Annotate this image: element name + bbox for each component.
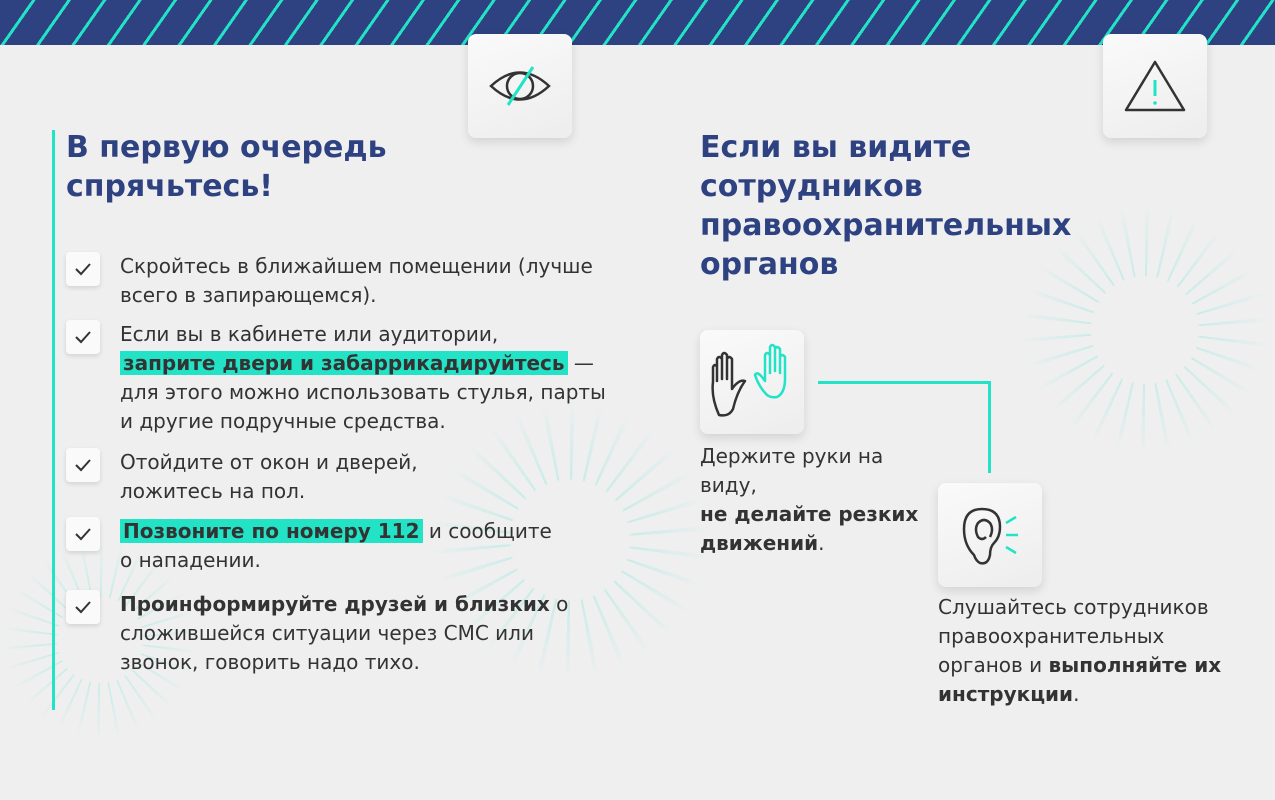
raised-hands-icon: [711, 343, 787, 417]
check-icon: [66, 320, 100, 354]
check-icon: [66, 517, 100, 551]
bold-text: Проинформируйте друзей и близких: [120, 592, 550, 616]
text: о сложившейся ситуации через СМС или зво…: [120, 592, 569, 674]
item-text: Позвоните по номеру 112 и сообщите о нап…: [120, 517, 570, 575]
ear-text: Слушайтесь сотрудников правоохранительны…: [938, 593, 1238, 709]
bold-text: выполняйте их инструкции: [938, 653, 1222, 706]
highlight: Позвоните по номеру 112: [120, 519, 423, 543]
item-text: Отойдите от окон и дверей, ложитесь на п…: [120, 450, 418, 503]
title-line: В первую очередь: [66, 130, 387, 165]
text: и сообщите о нападении.: [120, 519, 552, 572]
text: Если вы в кабинете или аудитории,: [120, 322, 499, 346]
hands-text: Держите руки на виду,не делайте резких д…: [700, 442, 930, 558]
list-item: Если вы в кабинете или аудитории, заприте…: [66, 320, 620, 436]
connector-line: [988, 381, 991, 473]
bold-text: не делайте резких движений: [700, 502, 919, 555]
highlight: заприте двери и забаррикадируйтесь: [120, 351, 568, 375]
list-item: Отойдите от окон и дверей, ложитесь на п…: [66, 448, 480, 506]
decorative-burst: [0, 540, 200, 740]
check-icon: [66, 448, 100, 482]
hands-icon-card: [700, 330, 804, 434]
warning-icon-card: [1103, 34, 1207, 138]
decorative-burst: [430, 400, 710, 680]
accent-line: [52, 130, 55, 710]
text: Держите руки на виду,: [700, 444, 884, 497]
check-icon: [66, 252, 100, 286]
item-text: Скройтесь в ближайшем помещении (лучше в…: [120, 254, 593, 307]
text: .: [818, 531, 825, 555]
item-text: Если вы в кабинете или аудитории, заприте…: [120, 320, 620, 436]
item-text: Проинформируйте друзей и близких о сложи…: [120, 590, 580, 677]
left-title: В первую очередь спрячьтесь!: [66, 128, 387, 206]
check-icon: [66, 590, 100, 624]
ear-icon-card: [938, 483, 1042, 587]
decorative-burst: [1020, 205, 1270, 455]
connector-line: [818, 381, 991, 384]
right-title: Если вы видите сотрудников правоохраните…: [700, 130, 1072, 282]
header-stripe: [0, 0, 1275, 45]
text: .: [1073, 682, 1080, 706]
list-item: Позвоните по номеру 112 и сообщите о нап…: [66, 517, 570, 575]
text: — для этого можно использовать стулья, п…: [120, 351, 606, 433]
list-item: Проинформируйте друзей и близких о сложи…: [66, 590, 580, 677]
warning-icon: [1124, 60, 1186, 112]
text: Слушайтесь сотрудников правоохранительны…: [938, 595, 1209, 677]
eye-crossed-icon: [489, 66, 551, 106]
eye-crossed-icon-card: [468, 34, 572, 138]
list-item: Скройтесь в ближайшем помещении (лучше в…: [66, 252, 620, 310]
ear-listening-icon: [962, 507, 1018, 565]
title-line: спрячьтесь!: [66, 169, 273, 204]
